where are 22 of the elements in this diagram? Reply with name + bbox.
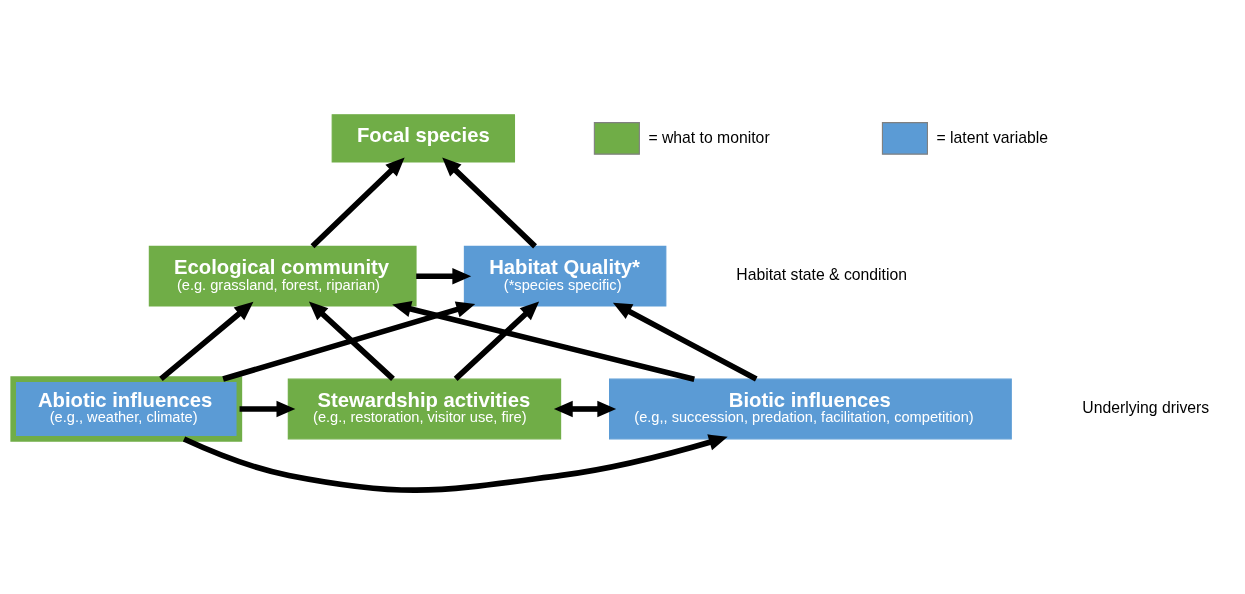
arrow bbox=[310, 157, 405, 249]
label: Underlying drivers bbox=[1082, 399, 1210, 417]
arrow bbox=[308, 301, 395, 381]
legend-label: = latent variable bbox=[936, 128, 1049, 146]
arrow bbox=[416, 267, 472, 285]
node-box: Habitat Quality* (*species specific) bbox=[463, 245, 667, 307]
node-box: Stewardship activities (e.g., restoration, visitor use, fire) bbox=[287, 378, 562, 440]
arrow bbox=[612, 302, 758, 382]
arrow bbox=[453, 301, 540, 381]
label: Habitat state & condition bbox=[736, 266, 908, 284]
node-box: Focal species bbox=[331, 114, 516, 163]
arrow bbox=[392, 300, 695, 382]
arrow bbox=[222, 301, 476, 382]
arrow bbox=[553, 400, 617, 418]
node-box: Abiotic influences (e.g., weather, climate) bbox=[10, 376, 243, 442]
legend-label: = what to monitor bbox=[648, 128, 770, 146]
node-box: Ecological community (e.g. grassland, forest, riparian) bbox=[148, 245, 417, 307]
arrow bbox=[239, 400, 296, 418]
node-box: Biotic influences (e.g,, succession, predation, facilitation, competition) bbox=[609, 378, 1012, 440]
arrow bbox=[442, 157, 537, 249]
arrow bbox=[182, 434, 728, 493]
arrow bbox=[159, 301, 254, 382]
